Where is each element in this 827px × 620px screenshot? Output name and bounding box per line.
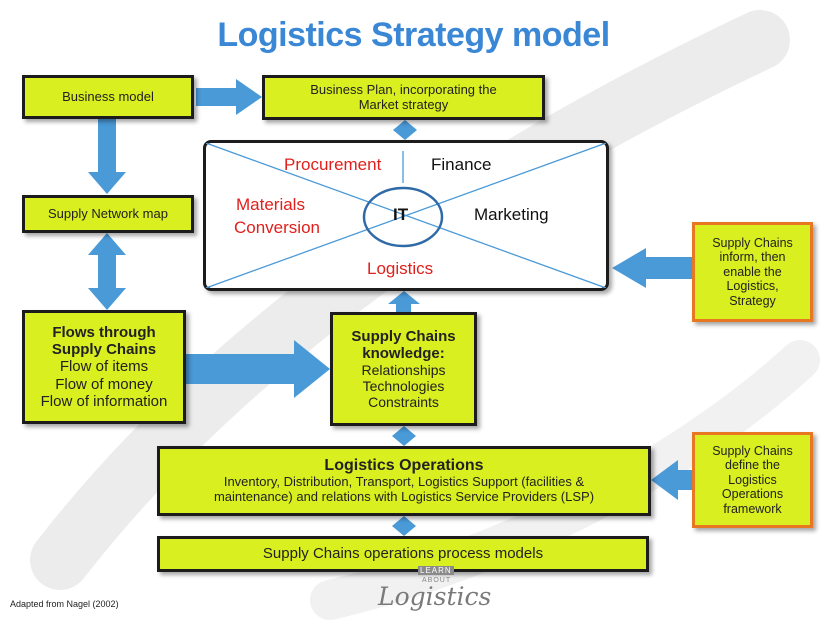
finance-label: Finance	[431, 155, 492, 174]
flows-item: Flow of information	[40, 392, 168, 410]
define-line: define the	[725, 458, 780, 473]
arrow-knowledge-to-center	[388, 291, 420, 312]
knowledge-heading-line1: Supply Chains	[351, 327, 456, 345]
flows-heading-line2: Supply Chains	[51, 341, 157, 359]
it-label: IT	[393, 205, 409, 224]
flows-box: Flows through Supply Chains Flow of item…	[22, 310, 186, 424]
logo-main: Logistics	[378, 582, 492, 611]
knowledge-item: Relationships	[361, 362, 446, 379]
diagram-title: Logistics Strategy model	[217, 16, 610, 54]
business-plan-line1: Business Plan, incorporating the	[310, 81, 497, 97]
process-models-label: Supply Chains operations process models	[262, 545, 544, 563]
connector-knowledge-ops	[392, 426, 416, 446]
arrow-inform-to-center	[612, 248, 692, 288]
logo-top: LEARN	[418, 566, 454, 575]
procurement-label: Procurement	[284, 155, 382, 174]
inform-line: Logistics,	[726, 279, 779, 294]
business-model-label: Business model	[62, 88, 154, 104]
ops-heading: Logistics Operations	[324, 456, 484, 474]
define-box: Supply Chains define the Logistics Opera…	[692, 432, 813, 528]
inform-box: Supply Chains inform, then enable the Lo…	[692, 222, 813, 322]
materials-line1: Materials	[236, 195, 305, 214]
connector-plan-center	[393, 120, 417, 140]
define-line: framework	[723, 501, 782, 516]
arrow-flows-to-knowledge	[186, 340, 330, 398]
it-ellipse	[362, 186, 444, 248]
arrow-define-to-ops	[651, 460, 692, 500]
supply-network-label: Supply Network map	[48, 205, 168, 221]
define-line: Logistics	[728, 472, 777, 487]
process-models-box: Supply Chains operations process models	[157, 536, 649, 572]
logo-middle: ABOUT	[422, 577, 452, 584]
knowledge-box: Supply Chains knowledge: Relationships T…	[330, 312, 477, 426]
arrow-business-to-network	[88, 118, 126, 194]
inform-line: Strategy	[729, 293, 776, 308]
learn-about-logistics-logo: LEARN ABOUT Logistics	[372, 566, 492, 618]
source-footnote: Adapted from Nagel (2002)	[10, 599, 119, 609]
business-model-box: Business model	[22, 75, 194, 119]
logistics-label: Logistics	[367, 259, 434, 278]
strategy-center-box: Procurement Finance Materials Conversion…	[203, 140, 609, 291]
inform-line: enable the	[723, 264, 782, 279]
knowledge-item: Technologies	[362, 378, 445, 395]
flows-item: Flow of money	[55, 375, 153, 393]
inform-line: inform, then	[719, 250, 786, 265]
inform-line: Supply Chains	[712, 236, 793, 251]
business-plan-line2: Market strategy	[358, 96, 449, 112]
ops-line2: maintenance) and relations with Logistic…	[213, 489, 595, 505]
define-line: Operations	[721, 487, 784, 502]
marketing-label: Marketing	[474, 205, 549, 224]
materials-line2: Conversion	[234, 218, 320, 237]
flows-item: Flow of items	[59, 358, 149, 376]
ops-line1: Inventory, Distribution, Transport, Logi…	[223, 474, 585, 490]
knowledge-item: Constraints	[368, 394, 439, 411]
arrow-network-flows	[88, 233, 126, 310]
connector-ops-process	[392, 516, 416, 536]
knowledge-heading-line2: knowledge:	[362, 344, 445, 362]
supply-network-box: Supply Network map	[22, 195, 194, 233]
center-diagonals	[206, 143, 606, 288]
define-line: Supply Chains	[712, 444, 793, 459]
business-plan-box: Business Plan, incorporating the Market …	[262, 75, 545, 120]
flows-heading-line1: Flows through	[52, 323, 156, 341]
logistics-operations-box: Logistics Operations Inventory, Distribu…	[157, 446, 651, 516]
arrow-business-to-plan	[196, 79, 262, 115]
